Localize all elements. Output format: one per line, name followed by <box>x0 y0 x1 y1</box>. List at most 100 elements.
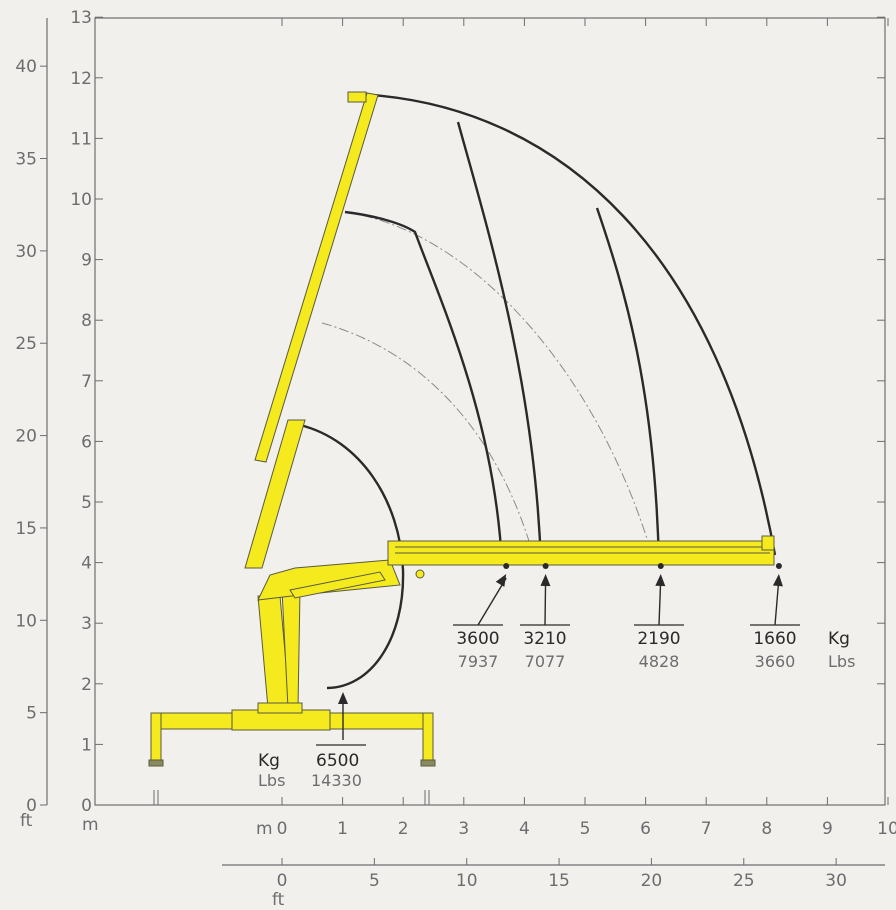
load-kg-unit: Kg <box>828 629 850 649</box>
ft-unit-label: ft <box>20 811 33 831</box>
m-tick-label: 2 <box>81 675 92 695</box>
envelope-curve-3600 <box>344 210 504 566</box>
outer-envelope-curve <box>371 93 777 556</box>
bottom-m-tick-label: 8 <box>761 819 772 839</box>
base-kg-value: 6500 <box>316 751 359 771</box>
bottom-m-tick-label: 4 <box>519 819 530 839</box>
ground-marks <box>153 790 430 805</box>
range-arc-inner <box>321 322 537 566</box>
right-outrigger-leg <box>422 712 434 764</box>
inner-boom-pivot <box>415 569 425 579</box>
ft-axis-ticks: 0 5 10 15 20 25 30 35 40 <box>15 57 47 816</box>
m-tick-label: 13 <box>70 8 92 28</box>
bottom-ft-tick-label: 20 <box>641 871 663 891</box>
load-lbs-value: 4828 <box>639 652 680 671</box>
m-tick-label: 7 <box>81 372 92 392</box>
load-lbs-unit: Lbs <box>828 652 855 671</box>
raised-boom-tip <box>347 91 367 103</box>
base-lbs-unit: Lbs <box>258 771 285 790</box>
raised-boom <box>244 91 379 569</box>
m-tick-label: 5 <box>81 493 92 513</box>
m-tick-label: 11 <box>70 129 92 149</box>
m-tick-label: 10 <box>70 190 92 210</box>
load-arrow-head <box>495 574 507 587</box>
crane-base <box>148 709 436 767</box>
load-hook-point <box>775 563 782 569</box>
left-foot-pad <box>148 759 164 767</box>
load-arrow-head <box>655 574 666 587</box>
raised-boom-base <box>244 419 306 569</box>
horizontal-boom <box>387 535 775 566</box>
bottom-m-tick-label: 7 <box>701 819 712 839</box>
load-lbs-value: 3660 <box>755 652 796 671</box>
inner-boom <box>257 559 425 601</box>
raised-boom-extension <box>254 92 379 463</box>
ft-tick-label: 35 <box>15 150 37 170</box>
load-hook-point <box>503 563 510 569</box>
m-tick-label: 12 <box>70 69 92 89</box>
bottom-ft-tick-label: 10 <box>456 871 478 891</box>
ft-tick-label: 0 <box>26 796 37 816</box>
load-kg-value: 1660 <box>753 629 796 649</box>
load-kg-value: 2190 <box>637 629 680 649</box>
load-arrows: 3600 7937 3210 7077 2190 4828 1660 3660 <box>453 563 800 671</box>
left-outrigger-leg <box>150 712 162 764</box>
ft-tick-label: 5 <box>26 704 37 724</box>
bottom-ft-tick-label: 0 <box>277 871 288 891</box>
load-arrow-head <box>772 574 783 587</box>
m-tick-label: 8 <box>81 311 92 331</box>
load-hook-point <box>657 563 664 569</box>
base-kg-unit: Kg <box>258 751 280 771</box>
bottom-ft-tick-label: 5 <box>369 871 380 891</box>
load-envelope-curves <box>299 93 777 690</box>
ft-tick-label: 20 <box>15 427 37 447</box>
m-tick-label: 6 <box>81 432 92 452</box>
load-hook-point <box>542 563 549 569</box>
envelope-curve-6500 <box>299 423 405 690</box>
m-tick-label: 1 <box>81 735 92 755</box>
bottom-ft-tick-label: 15 <box>548 871 570 891</box>
bottom-ft-axis-ticks: 0 5 10 15 20 25 30 <box>277 858 847 891</box>
bottom-m-unit-label: m <box>256 819 273 839</box>
ft-tick-label: 40 <box>15 57 37 77</box>
ft-tick-label: 25 <box>15 334 37 354</box>
ft-tick-label: 10 <box>15 611 37 631</box>
range-arc-outer <box>344 211 656 566</box>
bottom-m-tick-label: 2 <box>398 819 409 839</box>
load-kg-value: 3600 <box>456 629 499 649</box>
m-unit-label: m <box>82 815 99 835</box>
m-tick-label: 9 <box>81 251 92 271</box>
bottom-m-tick-label: 6 <box>640 819 651 839</box>
bottom-m-tick-label: 3 <box>458 819 469 839</box>
m-tick-label: 3 <box>81 614 92 634</box>
m-tick-label: 4 <box>81 554 92 574</box>
inner-boom-cylinder <box>289 571 386 599</box>
bottom-ft-tick-label: 30 <box>825 871 847 891</box>
crane-column <box>257 589 303 714</box>
bottom-m-tick-label: 5 <box>580 819 591 839</box>
load-kg-value: 3210 <box>523 629 566 649</box>
plot-frame <box>94 17 886 806</box>
m-tick-label: 0 <box>81 796 92 816</box>
load-lbs-value: 7077 <box>525 652 566 671</box>
load-lbs-value: 7937 <box>458 652 499 671</box>
bottom-m-tick-label: 10 <box>877 819 896 839</box>
envelope-curve-2190 <box>595 207 661 566</box>
load-arrow-head <box>540 574 551 587</box>
base-load-marker: Kg Lbs 6500 14330 <box>258 692 366 790</box>
bottom-ft-tick-label: 25 <box>733 871 755 891</box>
base-lbs-value: 14330 <box>311 771 362 790</box>
boom-tip <box>761 535 775 551</box>
right-foot-pad <box>420 759 436 767</box>
bottom-m-tick-label: 0 <box>277 819 288 839</box>
envelope-curve-3210 <box>456 121 543 566</box>
column-foot <box>257 702 303 714</box>
ft-tick-label: 15 <box>15 519 37 539</box>
load-arrow-shaft <box>477 577 507 626</box>
ft-tick-label: 30 <box>15 242 37 262</box>
bottom-m-tick-label: 9 <box>822 819 833 839</box>
bottom-ft-unit-label: ft <box>272 890 285 910</box>
